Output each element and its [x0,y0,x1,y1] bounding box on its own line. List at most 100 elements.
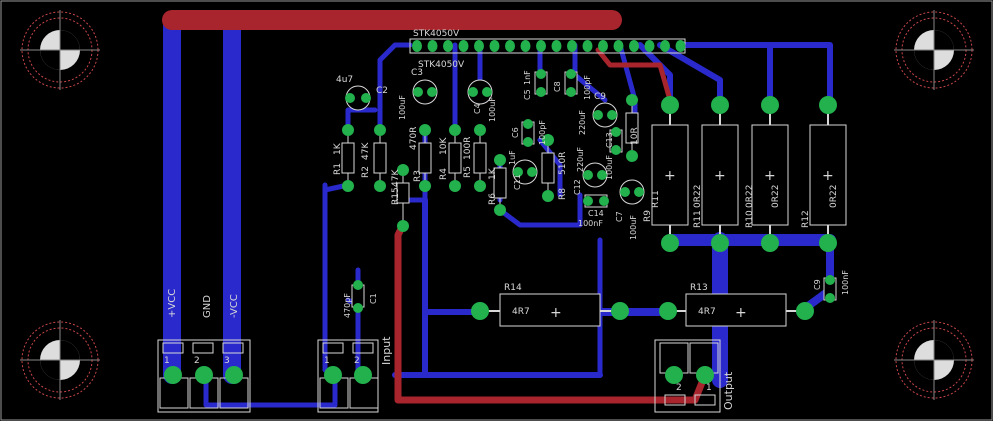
resistor-r9-ref: R9 [643,210,653,222]
resistor-r5-value: 100R [463,137,473,160]
capacitor-c4: C4 100uF [467,79,497,122]
ic-pin-14 [613,40,624,52]
power-resistor-2-value: 0R22 [745,185,755,208]
capacitor-c1-ref: C1 [369,293,378,304]
capacitor-c3-value: 100uF [398,95,407,120]
resistor-r3: R3 470R [409,124,432,192]
svg-text:+: + [735,305,747,321]
resistor-r4-ref: R4 [439,168,449,180]
ic-pin-16 [644,40,655,52]
resistor-r8-ref: R8 [558,188,568,200]
capacitor-c4-value: 100uF [488,97,497,122]
capacitor-c13: C13 100uF [605,127,623,180]
power-resistor-1-value: 0R22 [693,185,703,208]
input-pad-2 [354,366,372,384]
capacitor-c5-ref: C5 [523,89,532,100]
output-terminal: 2 1 Output [654,339,735,413]
power-label-vcc-negative: -VCC [229,294,240,318]
resistor-r6: R6 1K [488,154,507,216]
capacitor-c5: C5 1nF [523,69,548,100]
output-pin-1-number: 1 [706,383,712,393]
resistor-r15: R15 47K [391,164,410,232]
capacitor-c7-value: 100uF [629,215,638,240]
capacitor-c2-value: 4u7 [336,75,353,85]
capacitor-c9-ref: C9 [813,279,822,290]
ic-pin-6 [489,40,500,52]
resistor-r9: R9 10R [625,94,653,222]
svg-text:+: + [764,168,776,184]
ic-pin-12 [582,40,593,52]
capacitor-c5-value: 1nF [523,70,532,85]
capacitor-c6: C6 100pF [511,119,547,147]
resistor-r2: R2 47K [361,124,387,192]
resistor-r4: R4 10K [439,124,462,192]
resistor-r6-value: 1K [488,167,498,180]
power-resistor-2-ref: R11 [693,210,703,228]
small-resistors: R1 1K R2 47K R3 470R R4 10K R5 100R R6 1… [333,94,653,232]
capacitor-c7: C7 100uF [615,179,645,240]
capacitor-c6-ref: C6 [511,127,520,138]
capacitor-c7-ref: C7 [615,211,624,222]
ic-pin-18 [675,40,686,52]
output-label: Output [722,371,735,410]
capacitor-c13-value: 100uF [605,155,614,180]
input-pin-1-number: 1 [324,356,330,366]
ic-pin-10 [551,40,562,52]
output-pin-2-number: 2 [676,383,682,393]
capacitor-c8-ref: C8 [553,81,562,92]
capacitor-c1: C1 470pF [343,280,378,318]
resistor-r15-value: 47K [391,169,401,187]
capacitor-c11-ref: C11 [513,174,522,190]
resistor-r14-value: 4R7 [512,307,530,317]
mounting-hole-top-right [894,10,974,90]
power-pad-2 [195,366,213,384]
capacitor-c10-value: 220uF [578,110,587,135]
resistor-r13-value: 4R7 [698,307,716,317]
capacitor-c11-value: 1uF [508,150,517,165]
svg-text:+: + [664,168,676,184]
resistor-r6-ref: R6 [488,193,498,205]
svg-text:+: + [714,168,726,184]
resistor-r5-ref: R5 [463,166,473,178]
ic-pin-1 [412,40,422,52]
ic-pin-9 [536,40,546,52]
resistor-r8: R8 510R [541,134,568,202]
resistor-r3-ref: R3 [413,170,423,182]
capacitor-c3: C3 100uF [398,68,438,120]
power-resistor-1-ref: R11 [651,190,661,208]
power-resistors: + R11 0R22 + R11 0R22 + R10 0R22 + R12 0… [651,96,847,252]
ic-pin-4 [458,40,469,52]
capacitor-c8-value: 100pF [583,75,592,100]
svg-text:+: + [550,305,562,321]
output-pad-1 [696,366,714,384]
capacitor-c14-value: 100nF [578,219,603,228]
power-pad-1 [164,366,182,384]
capacitor-c12: C12 220uF [573,147,608,195]
capacitor-c14: C14 100nF [578,194,609,228]
capacitor-c1-value: 470pF [343,293,352,318]
ic-pin-15 [629,40,639,52]
power-resistor-4: + R12 0R22 [801,96,847,252]
capacitor-c4-ref: C4 [473,103,482,114]
ic-pin-13 [598,40,608,52]
svg-text:+: + [822,168,834,184]
ic-pin-5 [474,40,484,52]
input-label: Input [380,336,393,365]
resistor-r1-value: 1K [333,142,343,155]
output-pad-2 [665,366,683,384]
resistor-r9-value: 10R [630,127,640,145]
top-copper-traces [162,10,709,404]
resistor-r1-ref: R1 [333,163,343,175]
ic-label-bottom: STK4050V [418,60,465,70]
capacitors: C1 470pF C2 4u7 C3 100uF C4 100uF C5 1nF… [336,68,850,318]
ic-pin-2 [427,40,438,52]
capacitor-c3-ref: C3 [411,68,423,78]
capacitor-c6-value: 100pF [538,120,547,145]
capacitor-c13-ref: C13 [605,132,614,148]
capacitor-c2-ref: C2 [376,86,388,96]
power-resistor-3: + R10 0R22 [745,96,789,252]
capacitor-c9: C9 100nF [813,270,850,303]
resistor-r14: + R14 4R7 [471,283,629,327]
